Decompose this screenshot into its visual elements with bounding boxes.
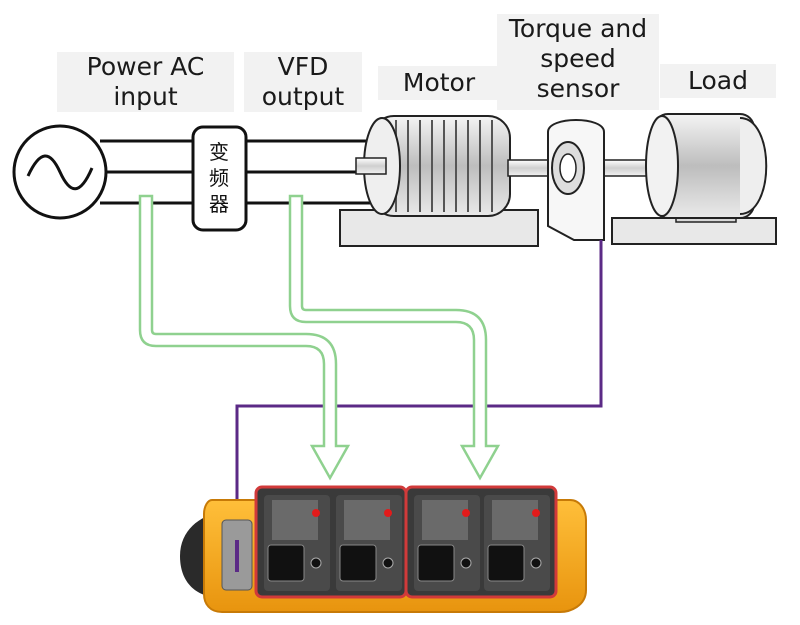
arrow-power-input-measurement — [138, 194, 351, 481]
input-channel-4 — [484, 495, 550, 591]
load — [611, 113, 777, 245]
vfd-box-char-2: 频 — [209, 166, 229, 190]
sine-wave-icon — [26, 154, 94, 191]
vfd-box: 变 频 器 — [191, 125, 248, 232]
input-channel-3 — [414, 495, 480, 591]
sensor-cable — [235, 240, 603, 560]
input-channel-1 — [264, 495, 330, 591]
label-vfd-output: VFD output — [244, 52, 362, 112]
torque-speed-sensor — [547, 119, 605, 241]
input-channel-2 — [336, 495, 402, 591]
vfd-box-char-3: 器 — [209, 192, 229, 216]
label-power-ac-input: Power AC input — [57, 52, 234, 112]
vfd-box-char-1: 变 — [209, 140, 229, 164]
motor — [339, 115, 539, 247]
label-load: Load — [660, 64, 776, 98]
label-torque-speed-sensor: Torque and speed sensor — [497, 14, 659, 110]
arrow-vfd-output-measurement — [288, 194, 501, 481]
label-motor: Motor — [378, 66, 500, 100]
ac-source — [12, 124, 108, 220]
power-analyzer-device — [180, 485, 587, 613]
